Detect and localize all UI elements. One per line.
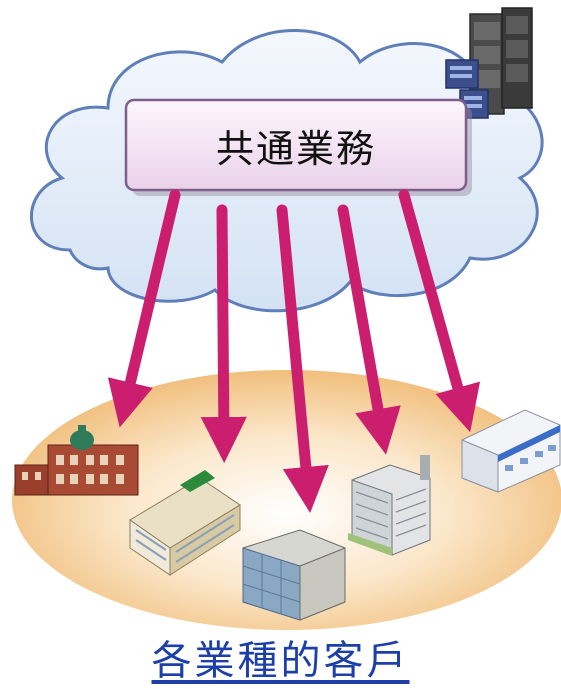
glass-office-building-icon: [242, 529, 346, 621]
red-brick-building-icon: [14, 425, 139, 496]
common-business-box: [124, 98, 472, 196]
common-business-label: 共通業務: [215, 126, 376, 171]
arrow-to-green-roof-building: [200, 204, 247, 464]
arrow-to-tower-building: [337, 204, 401, 455]
white-warehouse-building-icon: [461, 409, 561, 493]
tower-building-icon: [348, 455, 431, 556]
customers-caption[interactable]: 各業種的客戶: [151, 638, 410, 684]
arrow-to-warehouse-building: [398, 189, 481, 433]
green-roof-building-icon: [129, 470, 241, 576]
arrow-to-glass-office-building: [276, 204, 329, 514]
arrow-to-brick-building: [107, 189, 181, 428]
server-rack-icon: [445, 7, 533, 119]
arrows: [107, 189, 481, 514]
